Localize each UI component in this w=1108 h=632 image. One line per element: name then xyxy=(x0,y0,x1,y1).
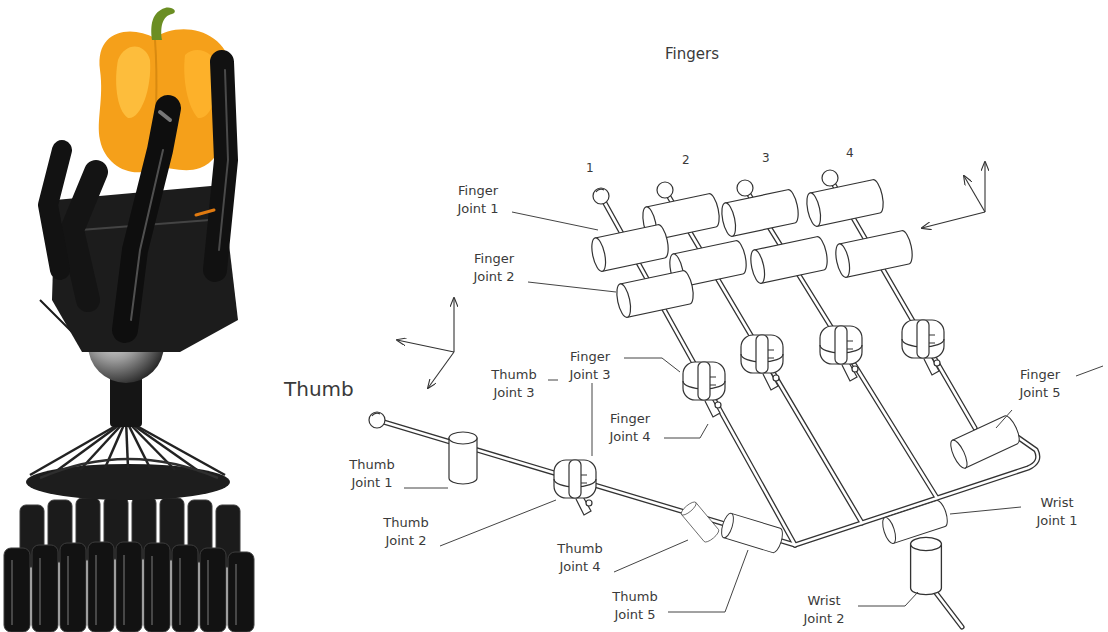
robot-fingers xyxy=(125,108,168,330)
joint-symbols xyxy=(589,223,670,272)
robot-fingers xyxy=(219,70,228,250)
fingertip xyxy=(369,412,385,428)
robot-fingers xyxy=(160,112,170,120)
motor-pack xyxy=(116,542,142,632)
robot-fingers xyxy=(196,210,214,215)
leader-line xyxy=(548,380,592,456)
leader-line xyxy=(528,282,616,292)
tendon-cables xyxy=(126,420,128,468)
joint-label: Thumb Joint 5 xyxy=(603,588,667,623)
joint-symbols xyxy=(804,178,885,227)
fingertip xyxy=(657,182,673,198)
motor-pack xyxy=(88,542,114,632)
joint-symbols xyxy=(679,500,720,544)
joint-label: Thumb Joint 1 xyxy=(340,456,404,491)
leader-line xyxy=(512,212,598,230)
section-heading: Thumb xyxy=(283,376,355,403)
coordinate-frame xyxy=(397,340,454,352)
joint-label: Finger Joint 3 xyxy=(558,348,622,383)
fingertip xyxy=(822,170,838,186)
coordinate-frame xyxy=(922,212,985,228)
coordinate-frame xyxy=(428,352,454,388)
leader-line xyxy=(664,424,708,438)
joint-symbols xyxy=(449,178,1022,594)
fingertip xyxy=(737,180,753,196)
leader-line xyxy=(668,550,748,612)
joint-symbols xyxy=(902,320,944,375)
coordinate-frame xyxy=(922,162,985,228)
joint-symbols xyxy=(719,512,785,554)
joint-label: Thumb Joint 3 xyxy=(482,366,546,401)
robot-hand-photo xyxy=(4,8,254,632)
joint-label: Thumb Joint 2 xyxy=(374,514,438,549)
pepper xyxy=(116,47,150,119)
joint-label: Finger Joint 2 xyxy=(462,250,526,285)
joint-symbols xyxy=(948,414,1023,471)
link-rod xyxy=(377,178,1038,627)
joint-symbols xyxy=(554,460,596,515)
tendon-cables xyxy=(40,459,218,478)
motor-pack xyxy=(172,545,198,632)
coordinate-frame xyxy=(984,162,985,212)
joint-symbols xyxy=(449,432,477,484)
motor-pack xyxy=(12,555,236,625)
joint-label: Finger Joint 4 xyxy=(598,410,662,445)
link-rod xyxy=(377,178,1038,627)
section-heading: Fingers xyxy=(664,44,720,64)
joint-label: Thumb Joint 4 xyxy=(548,540,612,575)
leader-line xyxy=(858,592,918,606)
tendon-cables xyxy=(126,420,200,472)
tendon-cables xyxy=(30,420,225,478)
robot-fingers xyxy=(72,172,96,300)
leader-line xyxy=(404,212,1103,612)
joint-symbols xyxy=(683,362,725,417)
fingertip xyxy=(369,170,838,428)
fingertip xyxy=(593,188,609,204)
callout-number: 4 xyxy=(845,145,855,161)
callout-number: 3 xyxy=(761,150,771,166)
leader-line xyxy=(950,507,1021,514)
motor-pack xyxy=(144,543,170,632)
motor-pack xyxy=(200,548,226,632)
tendon-cables xyxy=(55,420,126,472)
link-rod xyxy=(377,178,1038,627)
motor-pack xyxy=(32,545,58,632)
coordinate-frame xyxy=(453,298,454,352)
joint-label: Wrist Joint 1 xyxy=(1025,494,1089,529)
joint-symbols xyxy=(748,235,829,284)
robot-fingers xyxy=(131,150,163,320)
joint-symbols xyxy=(880,499,950,545)
motor-pack xyxy=(228,552,254,632)
leader-line xyxy=(1076,366,1103,376)
joint-label: Finger Joint 5 xyxy=(1008,366,1072,401)
leader-line xyxy=(404,488,448,489)
joint-symbols xyxy=(741,335,783,390)
pepper xyxy=(151,8,175,40)
joint-symbols xyxy=(614,269,695,318)
joint-symbols xyxy=(911,537,942,594)
tendon-cables xyxy=(126,420,225,475)
motor-pack xyxy=(4,497,254,632)
motor-pack xyxy=(60,543,86,632)
leader-line xyxy=(624,358,680,372)
tendon-cables xyxy=(30,420,126,475)
coordinate-frame xyxy=(964,176,985,212)
joint-symbols xyxy=(719,188,800,237)
motor-pack xyxy=(4,548,30,632)
leader-line xyxy=(440,500,556,546)
callout-number: 2 xyxy=(681,152,691,168)
coordinate-frame xyxy=(397,298,454,388)
joint-label: Wrist Joint 2 xyxy=(792,592,856,627)
leader-line xyxy=(614,540,688,572)
joint-label: Finger Joint 1 xyxy=(446,182,510,217)
joint-symbols xyxy=(833,229,914,278)
robot-fingers xyxy=(48,62,228,330)
robot-fingers xyxy=(48,150,62,270)
callout-number: 1 xyxy=(585,160,595,176)
joint-symbols xyxy=(820,326,862,381)
leader-line xyxy=(996,410,1012,428)
